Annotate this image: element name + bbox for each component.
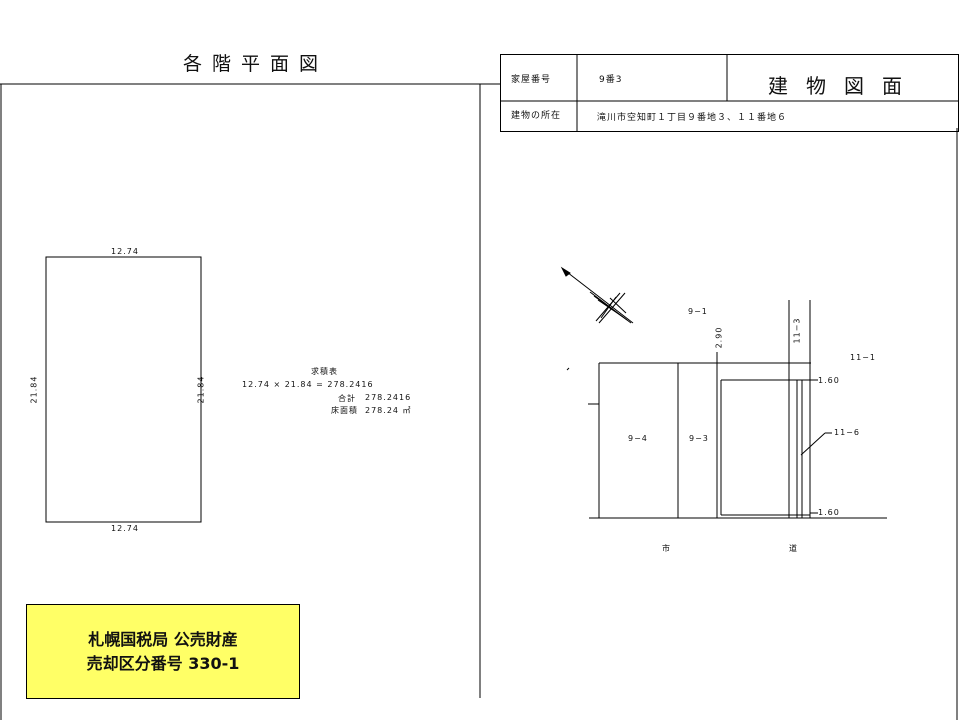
house-number-label: 家屋番号 (511, 75, 552, 85)
location-value: 滝川市空知町１丁目９番地３、１１番地６ (597, 113, 788, 123)
lot-9-4: 9−4 (628, 434, 648, 443)
area-calc-title: 求積表 (311, 367, 338, 376)
total-value: 278.2416 (365, 393, 412, 402)
floor-area-label: 床面積 (331, 406, 358, 415)
floor-plans-title: 各階平面図 (183, 53, 329, 75)
total-label: 合計 (338, 394, 356, 403)
auction-notice: 札幌国税局 公売財産 売却区分番号 330-1 (26, 604, 300, 699)
floor-area-value: 278.24 ㎡ (365, 406, 412, 415)
dim-2-90: 2.90 (714, 326, 724, 349)
lot-11-6: 11−6 (834, 428, 860, 437)
notice-line-1: 札幌国税局 公売財産 (88, 629, 238, 649)
house-number-value: 9番3 (599, 75, 623, 85)
north-arrow-icon (560, 266, 634, 324)
notice-line-2: 売却区分番号 330-1 (86, 653, 240, 673)
left-height-dim: 21.84 (29, 375, 39, 404)
lot-9-1: 9−1 (688, 307, 708, 316)
info-table: 家屋番号 9番3 建物の所在 滝川市空知町１丁目９番地３、１１番地６ (500, 54, 959, 132)
location-label: 建物の所在 (511, 111, 562, 121)
road-label-shi: 市 (662, 544, 671, 553)
area-calc-formula: 12.74 × 21.84 = 278.2416 (242, 380, 374, 389)
road-label-michi: 道 (789, 544, 798, 553)
lot-11-3: 11−3 (792, 317, 802, 344)
building-outline (45, 256, 202, 523)
bottom-width-dim: 12.74 (111, 524, 139, 533)
site-plan (566, 300, 887, 519)
lot-9-3: 9−3 (689, 434, 709, 443)
top-width-dim: 12.74 (111, 247, 139, 256)
dim-1-60-top: 1.60 (818, 376, 840, 385)
lot-11-1: 11−1 (850, 353, 876, 362)
dim-1-60-bottom: 1.60 (818, 508, 840, 517)
building-drawing-title: 建物図面 (768, 74, 920, 98)
right-height-dim: 21.84 (196, 375, 206, 404)
